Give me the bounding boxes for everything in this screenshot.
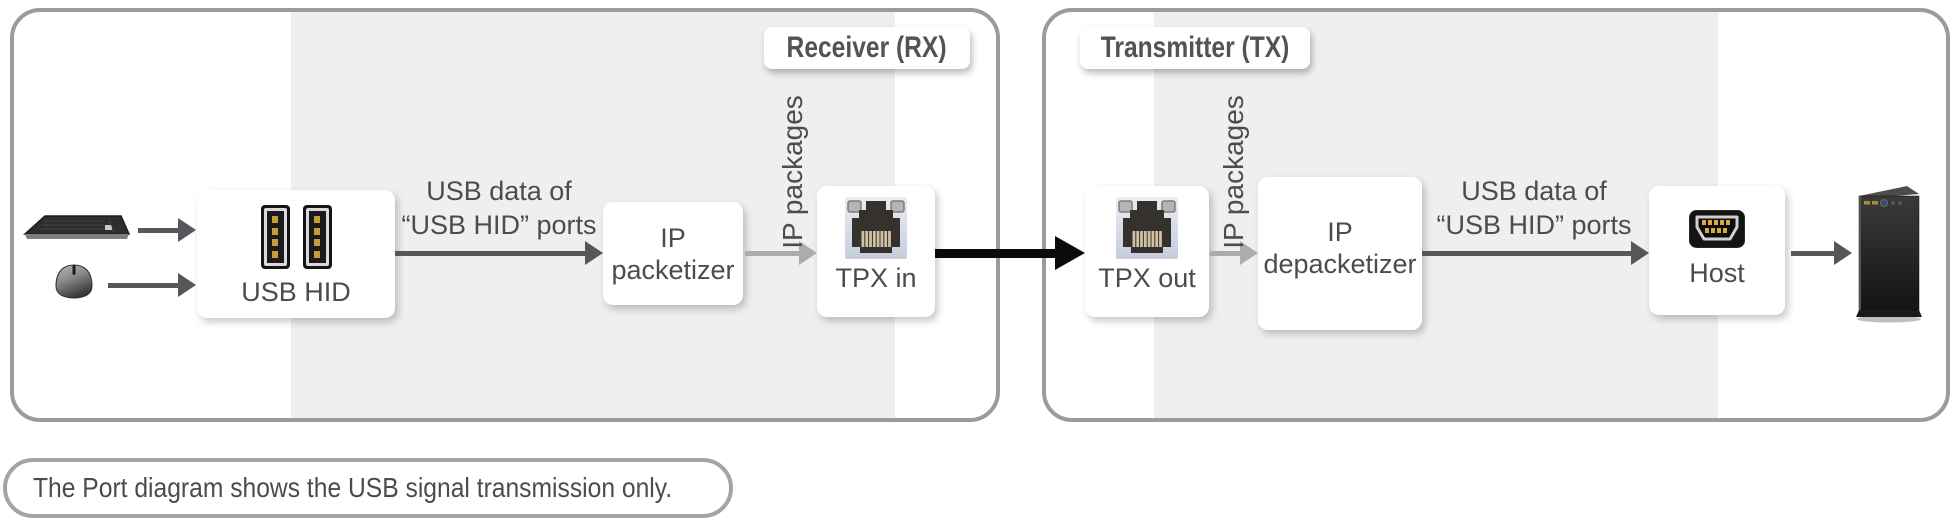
arrow-tpx-in-to-tpx-out [935,235,1085,271]
host-box: Host [1649,186,1785,315]
transmitter-panel [1042,8,1950,422]
arrow-shaft [395,250,589,256]
rj45-jack-icon [845,197,907,259]
arrow-host-to-computer [1791,240,1852,266]
tx-usb-data-label: USB data of “USB HID” ports [1424,174,1644,242]
arrow-head [585,241,603,265]
arrow-head [1834,241,1852,265]
ip-depacketizer-box: IP depacketizer [1258,177,1422,330]
arrow-shaft [935,248,1061,258]
arrow-ip-depacketizer-to-host [1422,240,1649,266]
tpx-out-label: TPX out [1098,263,1196,293]
receiver-panel-label: Receiver (RX) [764,27,970,69]
arrow-head [178,218,196,242]
rj45-jack-icon [1116,197,1178,259]
host-label: Host [1689,258,1745,288]
tx-ip-packages-label: IP packages [1218,95,1249,249]
note-text: The Port diagram shows the USB signal tr… [33,472,673,503]
ip-packetizer-label: IP packetizer [611,222,735,285]
arrow-shaft [138,227,182,233]
tpx-out-box: TPX out [1085,186,1209,317]
usb-a-port-icon [260,205,290,269]
note-box: The Port diagram shows the USB signal tr… [3,458,733,518]
arrow-shaft [1791,250,1838,256]
arrow-shaft [1210,250,1244,256]
arrow-shaft [108,282,182,288]
mini-usb-port-icon [1689,210,1745,248]
arrow-mouse-to-usb-hid [108,272,196,298]
usb-hid-box: USB HID [197,190,395,318]
arrow-head [178,273,196,297]
transmitter-gray-band [1154,12,1718,418]
arrow-shaft [745,250,803,256]
arrow-ip-packetizer-to-tpx-in [745,240,817,266]
tx-usb-data-line2: “USB HID” ports [1436,210,1632,240]
arrow-head [1240,241,1258,265]
usb-ports-row [260,205,332,269]
arrow-head [1055,236,1085,270]
arrow-head [1631,241,1649,265]
rx-usb-data-label: USB data of “USB HID” ports [389,174,609,242]
ip-packetizer-box: IP packetizer [603,202,743,305]
transmitter-panel-label: Transmitter (TX) [1080,27,1310,69]
computer-tower-icon [1856,186,1922,323]
rx-ip-packages-label: IP packages [777,95,808,249]
tpx-in-label: TPX in [835,263,917,293]
transmitter-panel-label-text: Transmitter (TX) [1100,31,1290,64]
usb-a-port-icon [302,205,332,269]
arrow-keyboard-to-usb-hid [138,217,196,243]
ip-depacketizer-label: IP depacketizer [1263,216,1417,279]
rx-usb-data-line1: USB data of [426,176,572,206]
arrow-shaft [1422,250,1635,256]
mouse-icon [55,264,93,299]
receiver-panel-label-text: Receiver (RX) [787,31,947,64]
arrow-head [799,241,817,265]
rx-usb-data-line2: “USB HID” ports [401,210,597,240]
keyboard-icon [23,215,131,239]
tpx-in-box: TPX in [817,186,935,317]
arrow-tpx-out-to-ip-depacketizer [1210,240,1258,266]
arrow-usb-hid-to-ip-packetizer [395,240,603,266]
usb-hid-label: USB HID [241,277,351,307]
tx-usb-data-line1: USB data of [1461,176,1607,206]
